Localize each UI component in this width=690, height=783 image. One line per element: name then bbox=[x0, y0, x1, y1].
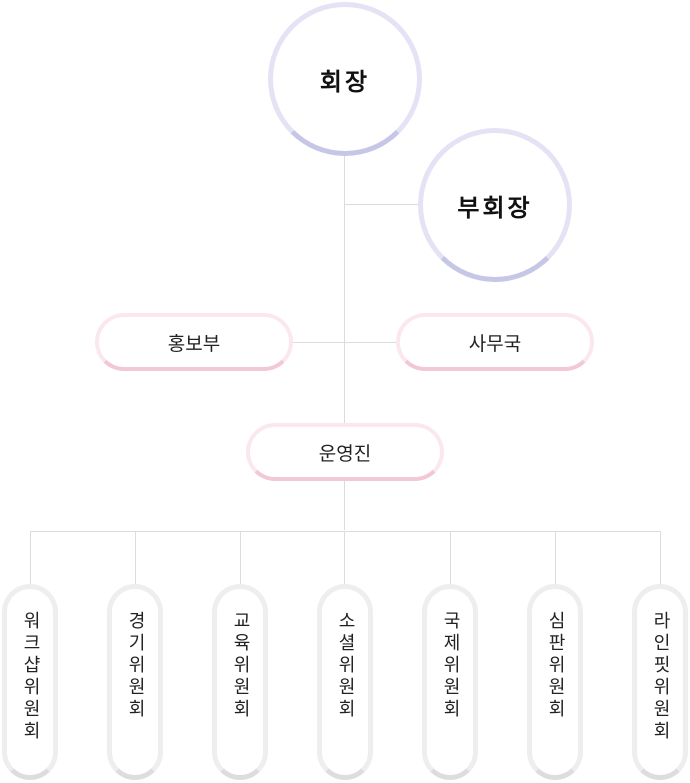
committee-label: 경기위원회 bbox=[125, 611, 146, 721]
committee-competition-node: 경기위원회 bbox=[107, 584, 163, 780]
vice-president-node: 부회장 bbox=[418, 128, 572, 282]
president-label: 회장 bbox=[319, 67, 371, 96]
operations-label: 운영진 bbox=[318, 442, 372, 465]
committee-label: 교육위원회 bbox=[230, 611, 251, 721]
committee-workshop-node: 워크샵위원회 bbox=[2, 584, 58, 780]
secretariat-node: 사무국 bbox=[396, 313, 594, 371]
connector-committee-5 bbox=[450, 531, 451, 586]
committee-label: 심판위원회 bbox=[545, 611, 566, 721]
committee-referee-node: 심판위원회 bbox=[527, 584, 583, 780]
vice-president-label: 부회장 bbox=[457, 193, 533, 222]
connector-committee-1 bbox=[30, 531, 31, 586]
connector-committee-6 bbox=[555, 531, 556, 586]
committee-label: 국제위원회 bbox=[440, 611, 461, 721]
operations-node: 운영진 bbox=[246, 423, 444, 481]
committee-label: 라인핏위원회 bbox=[650, 611, 671, 743]
connector-committee-3 bbox=[240, 531, 241, 586]
committee-education-node: 교육위원회 bbox=[212, 584, 268, 780]
pr-department-node: 홍보부 bbox=[95, 313, 293, 371]
connector-committee-2 bbox=[135, 531, 136, 586]
connector-committee-7 bbox=[660, 531, 661, 586]
connector-committees-horizontal bbox=[30, 531, 661, 532]
committee-label: 소셜위원회 bbox=[335, 611, 356, 721]
secretariat-label: 사무국 bbox=[468, 332, 522, 355]
connector-vice-president bbox=[344, 204, 424, 205]
connector-main-vertical bbox=[344, 150, 345, 530]
committee-linefit-node: 라인핏위원회 bbox=[632, 584, 688, 780]
committee-label: 워크샵위원회 bbox=[20, 611, 41, 743]
president-node: 회장 bbox=[268, 2, 422, 156]
committee-international-node: 국제위원회 bbox=[422, 584, 478, 780]
committee-social-node: 소셜위원회 bbox=[317, 584, 373, 780]
connector-departments bbox=[288, 342, 400, 343]
connector-committee-4 bbox=[344, 531, 345, 586]
pr-department-label: 홍보부 bbox=[167, 332, 221, 355]
